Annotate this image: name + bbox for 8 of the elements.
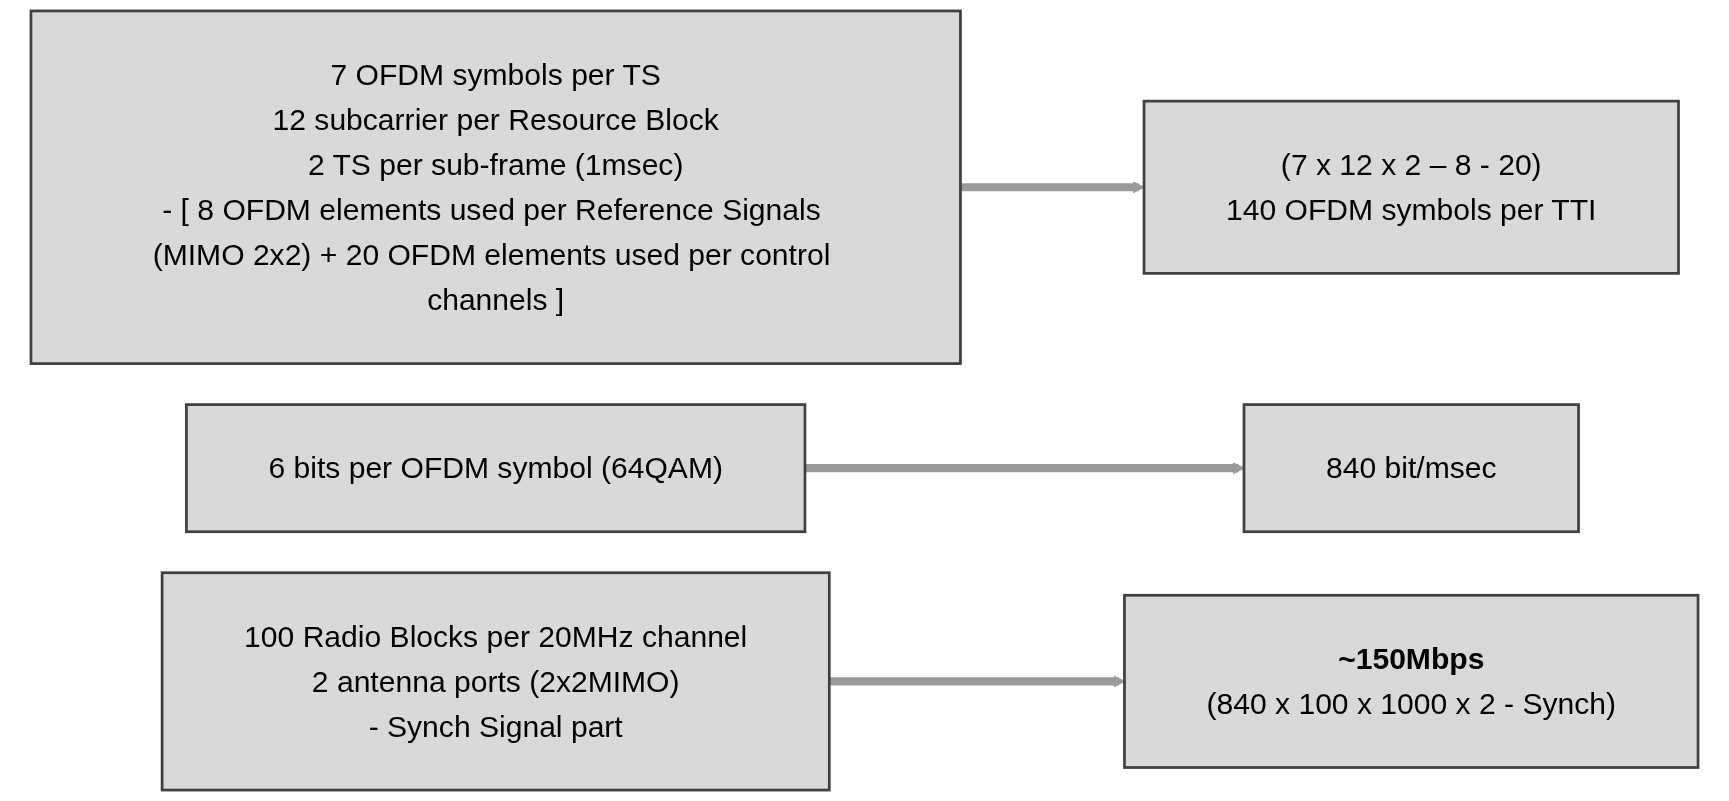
node-box: 100 Radio Blocks per 20MHz channel 2 antenna ports (2x2MIMO) - Synch Signal part — [160, 571, 831, 792]
node-box: 840 bit/msec — [1242, 403, 1580, 534]
arrow — [960, 181, 1145, 194]
node-box: 7 OFDM symbols per TS 12 subcarrier per Resource Block 2 TS per sub-frame (1msec) - [ 8 OFDM elements used per Reference Signals (MIMO 2x2) + 20 OFDM elements used per control channels ] — [29, 9, 962, 365]
node-box: ~150Mbps (840 x 100 x 1000 x 2 - Synch) — [1123, 593, 1700, 769]
node-box: 6 bits per OFDM symbol (64QAM) — [185, 403, 807, 534]
node-box: (7 x 12 x 2 – 8 - 20) 140 OFDM symbols per TTI — [1142, 99, 1680, 275]
arrow — [829, 675, 1125, 688]
